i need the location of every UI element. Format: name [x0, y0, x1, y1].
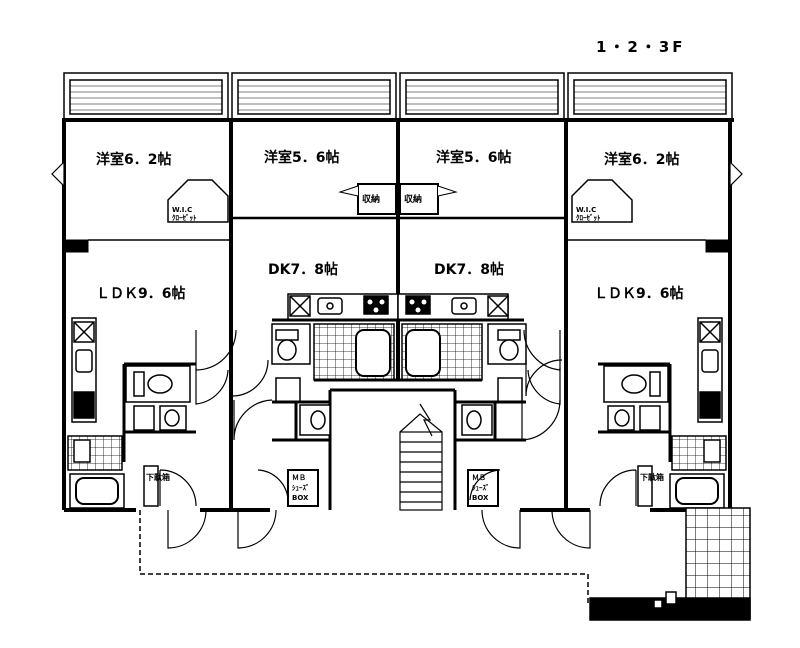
- living-label: ＬＤＫ9．6帖: [594, 285, 683, 302]
- shoe-box: [143, 465, 653, 507]
- floor-label: 1・2・3F: [596, 38, 686, 56]
- storage-label: 収納: [404, 193, 422, 205]
- walls: [62, 118, 734, 512]
- bedroom-label: 洋室6．2帖: [604, 151, 679, 168]
- living-label: DK7．8帖: [268, 261, 338, 278]
- shoe-box: [287, 469, 499, 507]
- balcony-rail: [63, 72, 733, 120]
- shoe-box-label: ｼｭｰｽﾞ: [472, 483, 490, 492]
- side-window: [51, 160, 743, 188]
- kitchen-counter: [71, 317, 723, 423]
- toilet: [271, 323, 527, 436]
- closet-label: W.I.C: [172, 206, 192, 214]
- bedroom-label: 洋室6．2帖: [96, 151, 171, 168]
- entrance-path: [139, 510, 589, 606]
- kitchen-counter: [287, 293, 509, 321]
- bedroom-label: 洋室5．6帖: [436, 149, 511, 166]
- living-label: ＬＤＫ9．6帖: [96, 285, 185, 302]
- walk-in-closet: [167, 179, 633, 223]
- shoe-box-label: BOX: [472, 494, 489, 502]
- shoe-box-label: BOX: [292, 494, 309, 502]
- tiled-terrace: [589, 507, 751, 621]
- storage-label: 収納: [362, 193, 380, 205]
- toilet: [125, 365, 669, 431]
- door-swing: [159, 329, 637, 549]
- shoe-box-label: 下駄箱: [640, 472, 664, 482]
- living-label: DK7．8帖: [434, 261, 504, 278]
- bathroom: [313, 320, 483, 382]
- closet-label: ｸﾛｰｾﾞｯﾄ: [172, 213, 197, 222]
- closet-label: W.I.C: [576, 206, 596, 214]
- staircase: [399, 403, 443, 511]
- bedroom-label: 洋室5．6帖: [264, 149, 339, 166]
- bathroom: [67, 435, 727, 509]
- closet-label: ｸﾛｰｾﾞｯﾄ: [576, 213, 601, 222]
- shoe-box-label: ＭＢ: [472, 473, 486, 482]
- shoe-box-label: ｼｭｰｽﾞ: [292, 483, 310, 492]
- storage-box: [357, 183, 439, 215]
- shoe-box-label: ＭＢ: [292, 473, 306, 482]
- shoe-box-label: 下駄箱: [146, 472, 170, 482]
